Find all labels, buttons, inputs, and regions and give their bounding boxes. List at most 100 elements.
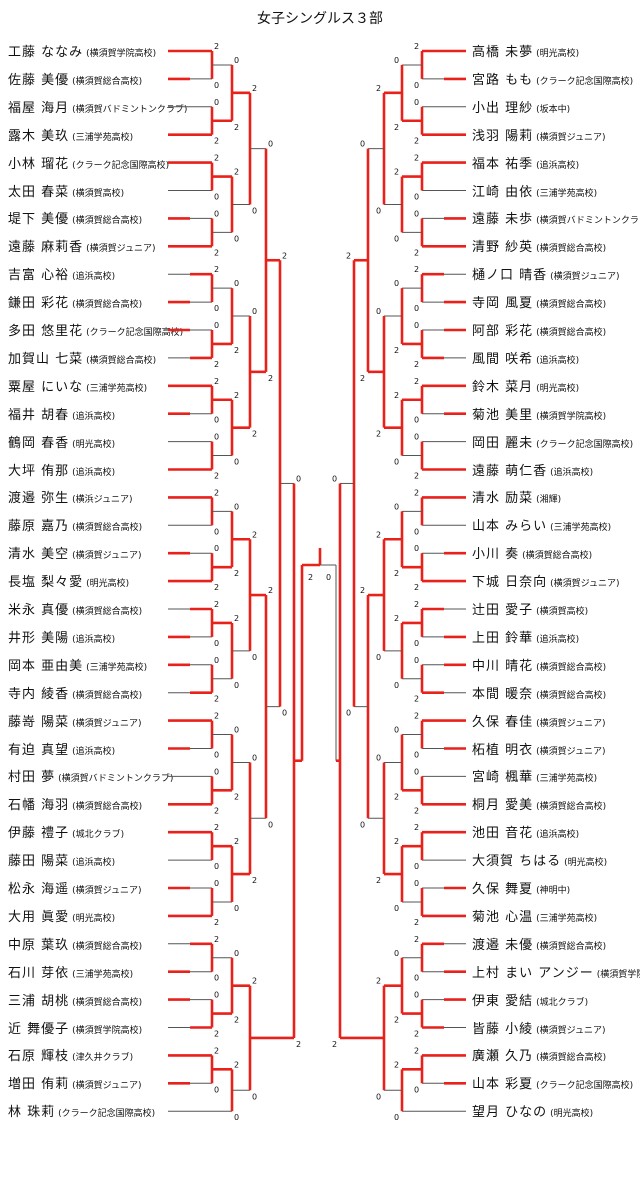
player-club: (横須賀ジュニア) (72, 718, 142, 729)
player-name: 山本 彩夏 (472, 1077, 534, 1093)
result-mark: 0 (214, 1085, 219, 1094)
result-mark: 2 (394, 168, 399, 177)
player-name: 松永 海遥 (8, 882, 70, 897)
left-player-entry: 岡本 亜由美(三浦学苑高校) (8, 654, 147, 676)
player-name: 渡邉 弥生 (8, 491, 70, 507)
result-mark: 2 (214, 712, 219, 721)
player-name: 風間 咲希 (472, 351, 534, 367)
player-club: (横須賀学院高校) (596, 969, 640, 980)
left-player-entry: 太田 春菜(横須賀高校) (8, 180, 124, 202)
result-mark: 2 (214, 695, 219, 704)
player-club: (追浜高校) (72, 411, 116, 422)
left-player-entry: 大用 眞愛(明光高校) (8, 905, 115, 927)
player-name: 福井 胡春 (8, 407, 70, 423)
result-mark: 0 (414, 81, 419, 90)
result-mark: 2 (414, 600, 419, 609)
player-club: (三浦学苑高校) (72, 969, 134, 980)
right-player-entry: 小出 理紗(坂本中) (472, 96, 570, 118)
result-mark: 2 (214, 583, 219, 592)
player-name: 大用 眞愛 (8, 909, 70, 925)
player-name: 小川 奏 (472, 547, 520, 563)
result-mark: 2 (414, 360, 419, 369)
result-mark: 2 (414, 248, 419, 257)
left-player-entry: 藤田 陽菜(追浜高校) (8, 849, 115, 871)
page-title: 女子シングルス３部 (257, 11, 383, 27)
result-mark: 0 (234, 1113, 239, 1122)
result-mark: 0 (394, 458, 399, 467)
result-mark: 0 (268, 140, 273, 149)
player-name: 岡田 麗未 (472, 435, 534, 451)
player-club: (横須賀総合高校) (72, 216, 143, 227)
result-mark: 0 (214, 209, 219, 218)
result-mark: 0 (414, 639, 419, 648)
right-player-entry: 柘植 明衣(横須賀ジュニア) (472, 738, 606, 760)
result-mark: 2 (252, 530, 257, 539)
right-player-entry: 山本 彩夏(クラーク記念国際高校) (472, 1072, 633, 1094)
left-player-entry: 石原 輝枝(津久井クラブ) (8, 1044, 133, 1066)
result-mark: 2 (214, 806, 219, 815)
result-mark: 0 (268, 820, 273, 829)
player-club: (クラーク記念国際高校) (86, 328, 184, 338)
player-club: (明光高校) (72, 913, 116, 924)
result-mark: 2 (234, 123, 239, 132)
result-mark: 0 (234, 56, 239, 65)
left-player-entry: 佐藤 美優(横須賀総合高校) (8, 68, 142, 90)
player-name: 辻田 愛子 (472, 603, 534, 618)
player-name: 石川 芽依 (8, 965, 70, 981)
player-club: (津久井クラブ) (72, 1053, 134, 1064)
player-club: (横須賀ジュニア) (536, 1025, 606, 1036)
result-mark: 2 (214, 600, 219, 609)
result-mark: 2 (414, 377, 419, 386)
player-name: 佐藤 美優 (8, 72, 70, 88)
player-club: (追浜高校) (72, 467, 116, 478)
player-club: (横須賀高校) (72, 188, 125, 199)
result-mark: 2 (214, 42, 219, 51)
player-name: 村田 夢 (8, 770, 56, 786)
right-player-entry: 鈴木 菜月(明光高校) (472, 375, 579, 397)
right-player-entry: 寺岡 風夏(横須賀総合高校) (472, 291, 606, 313)
player-club: (城北クラブ) (72, 830, 125, 841)
player-name: 宮崎 楓華 (472, 770, 534, 786)
result-mark: 2 (252, 430, 257, 439)
result-mark: 0 (414, 767, 419, 776)
left-player-entry: 林 珠莉(クラーク記念国際高校) (8, 1100, 155, 1122)
player-club: (クラーク記念国際高校) (58, 1109, 156, 1120)
player-name: 長塩 梨々愛 (8, 575, 84, 591)
result-mark: 0 (234, 904, 239, 913)
result-mark: 0 (214, 193, 219, 202)
result-mark: 2 (414, 695, 419, 704)
player-club: (横須賀総合高校) (72, 300, 143, 311)
player-name: 林 珠莉 (8, 1105, 56, 1121)
result-mark: 0 (214, 751, 219, 760)
right-player-entry: 辻田 愛子(横須賀高校) (472, 598, 588, 620)
result-mark: 0 (376, 206, 381, 215)
player-name: 下城 日奈向 (472, 575, 548, 591)
player-club: (湘輝) (536, 495, 562, 506)
player-name: 小出 理紗 (472, 100, 534, 116)
right-player-entry: 桐月 愛美(横須賀総合高校) (472, 793, 606, 815)
player-club: (追浜高校) (536, 634, 580, 645)
player-name: 近 舞優子 (8, 1021, 70, 1037)
left-player-entry: 松永 海遥(横須賀ジュニア) (8, 877, 142, 899)
player-club: (明光高校) (536, 383, 580, 394)
result-mark: 0 (414, 862, 419, 871)
player-name: 浅羽 陽莉 (472, 128, 534, 144)
left-player-entry: 藤原 嘉乃(横須賀総合高校) (8, 514, 142, 536)
player-club: (三浦学苑高校) (86, 383, 148, 394)
result-mark: 0 (214, 639, 219, 648)
result-mark: 0 (346, 709, 351, 718)
left-player-entry: 井形 美陽(追浜高校) (8, 626, 115, 648)
result-mark: 2 (234, 1060, 239, 1069)
result-mark: 0 (376, 1092, 381, 1101)
left-player-entry: 加賀山 七菜(横須賀総合高校) (8, 347, 156, 369)
right-player-entry: 池田 音花(追浜高校) (472, 821, 579, 843)
right-player-entry: 上田 鈴華(追浜高校) (472, 626, 579, 648)
result-mark: 2 (296, 1040, 301, 1049)
result-mark: 2 (234, 346, 239, 355)
result-mark: 2 (414, 1046, 419, 1055)
player-name: 伊東 愛結 (472, 993, 534, 1009)
player-name: 山本 みらい (472, 519, 548, 535)
player-club: (横須賀総合高校) (522, 551, 593, 562)
result-mark: 0 (376, 653, 381, 662)
player-name: 望月 ひなの (472, 1105, 548, 1121)
